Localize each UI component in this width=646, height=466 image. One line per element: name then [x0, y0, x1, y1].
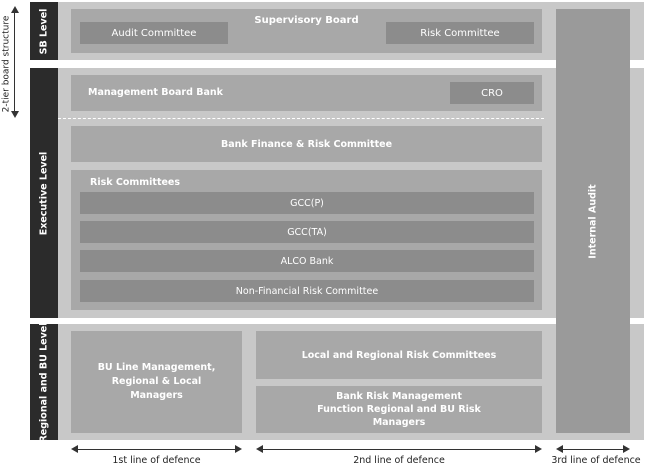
- local-regional-risk-committees: Local and Regional Risk Committees: [256, 331, 542, 379]
- management-board-label: Management Board Bank: [88, 87, 223, 98]
- second-line-arrow-left: [256, 445, 263, 453]
- internal-audit-column-mid2: [556, 318, 630, 324]
- internal-audit-label: Internal Audit: [587, 183, 599, 259]
- risk-committee-box: Risk Committee: [386, 22, 534, 44]
- first-line-arrow-right: [235, 445, 242, 453]
- bank-risk-management-function: Bank Risk Management Function Regional a…: [256, 386, 542, 433]
- first-line-label: 1st line of defence: [112, 454, 201, 466]
- first-line-arrow-left: [71, 445, 78, 453]
- second-line-label: 2nd line of defence: [353, 454, 445, 466]
- sb-level-bar: SB Level: [30, 2, 58, 60]
- bu-line-management: BU Line Management, Regional & Local Man…: [71, 331, 242, 433]
- bank-finance-risk-committee: Bank Finance & Risk Committee: [71, 126, 542, 162]
- cro-box: CRO: [450, 82, 534, 104]
- internal-audit-gap: [544, 2, 556, 440]
- arrow-down-head: [11, 111, 19, 118]
- board-structure-arrow: [11, 6, 19, 118]
- arrow-up-head: [11, 6, 19, 13]
- supervisory-board-title: Supervisory Board: [254, 14, 359, 26]
- dashed-separator: [58, 118, 544, 119]
- committee-gcc-ta: GCC(TA): [80, 221, 534, 243]
- third-line-label: 3rd line of defence: [551, 454, 641, 466]
- regional-level-bar: Regional and BU Level: [30, 321, 58, 443]
- committee-gcc-p: GCC(P): [80, 192, 534, 214]
- internal-audit-column-mid: [556, 60, 630, 68]
- board-structure-label: 2-tier board structure: [1, 15, 12, 113]
- committee-alco-bank: ALCO Bank: [80, 250, 534, 272]
- second-line-arrow-right: [535, 445, 542, 453]
- internal-audit-column: Internal Audit: [556, 9, 630, 433]
- second-line-arrow-shaft: [261, 449, 537, 450]
- committee-non-financial-risk: Non-Financial Risk Committee: [80, 280, 534, 302]
- third-line-arrow-right: [623, 445, 630, 453]
- executive-level-bar: Executive Level: [30, 68, 58, 318]
- board-structure-label-wrap: 2-tier board structure: [0, 10, 12, 118]
- arrow-shaft: [14, 12, 15, 112]
- sb-level-label: SB Level: [38, 8, 50, 54]
- audit-committee-box: Audit Committee: [80, 22, 228, 44]
- regional-level-label: Regional and BU Level: [38, 321, 50, 443]
- third-line-arrow-left: [556, 445, 563, 453]
- first-line-arrow-shaft: [76, 449, 237, 450]
- executive-level-label: Executive Level: [38, 151, 50, 235]
- risk-committees-title: Risk Committees: [90, 177, 181, 188]
- third-line-arrow-shaft: [561, 449, 625, 450]
